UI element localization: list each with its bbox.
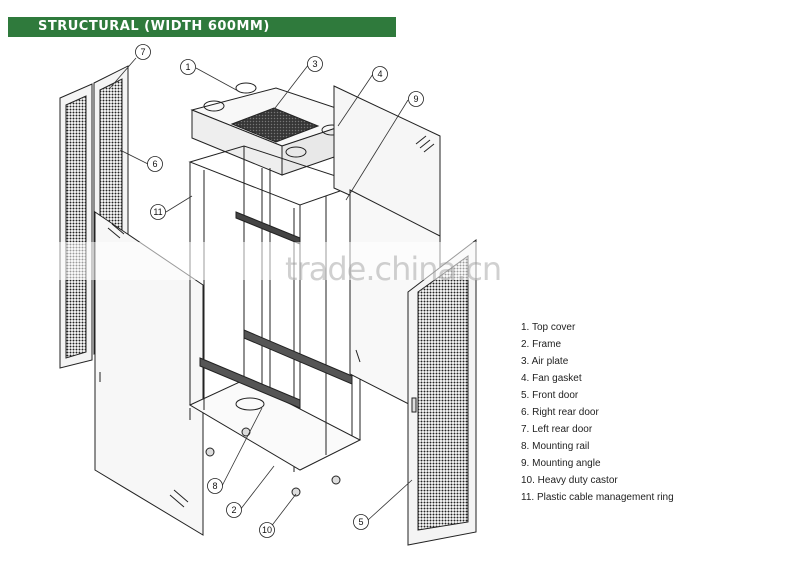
front-door	[407, 238, 477, 546]
legend-item-left-rear-door: 7. Left rear door	[521, 424, 593, 435]
callout-3: 3	[307, 56, 323, 72]
watermark-text: trade.china.cn	[285, 250, 502, 288]
svg-text:9: 9	[413, 94, 418, 104]
callout-5: 5	[353, 514, 369, 530]
svg-text:8: 8	[212, 481, 217, 491]
svg-text:3: 3	[312, 59, 317, 69]
callout-10: 10	[259, 522, 275, 538]
legend-item-heavy-duty-castor: 10. Heavy duty castor	[521, 475, 618, 486]
legend-item-front-door: 5. Front door	[521, 390, 579, 401]
legend-item-top-cover: 1. Top cover	[521, 322, 576, 333]
callout-markers: 1 2 3 4 5 6 7 8	[135, 44, 424, 538]
svg-text:11: 11	[153, 207, 162, 217]
legend-item-mounting-angle: 9. Mounting angle	[521, 458, 601, 469]
air-plate	[230, 107, 320, 143]
legend-item-mounting-rail: 8. Mounting rail	[521, 441, 590, 452]
legend-item-air-plate: 3. Air plate	[521, 356, 569, 367]
callout-6: 6	[147, 156, 163, 172]
callout-2: 2	[226, 502, 242, 518]
callout-1: 1	[180, 59, 196, 75]
svg-text:10: 10	[262, 525, 272, 535]
watermark-band	[50, 242, 520, 280]
svg-text:5: 5	[358, 517, 363, 527]
header-banner: STRUCTURAL (WIDTH 600MM)	[8, 17, 396, 37]
frame	[188, 145, 362, 497]
svg-text:2: 2	[231, 505, 236, 515]
callout-8: 8	[207, 478, 223, 494]
legend-item-fan-gasket: 4. Fan gasket	[521, 373, 582, 384]
callout-7: 7	[135, 44, 151, 60]
svg-text:6: 6	[152, 159, 157, 169]
parts-legend: 1. Top cover 2. Frame 3. Air plate 4. Fa…	[521, 319, 674, 506]
callout-11: 11	[150, 204, 166, 220]
callout-9: 9	[408, 91, 424, 107]
left-rear-door	[59, 83, 93, 369]
svg-text:1: 1	[185, 62, 190, 72]
legend-item-cable-management-ring: 11. Plastic cable management ring	[521, 492, 674, 503]
legend-item-right-rear-door: 6. Right rear door	[521, 407, 599, 418]
legend-item-frame: 2. Frame	[521, 339, 562, 350]
callout-4: 4	[372, 66, 388, 82]
svg-text:4: 4	[377, 69, 382, 79]
svg-text:7: 7	[140, 47, 145, 57]
